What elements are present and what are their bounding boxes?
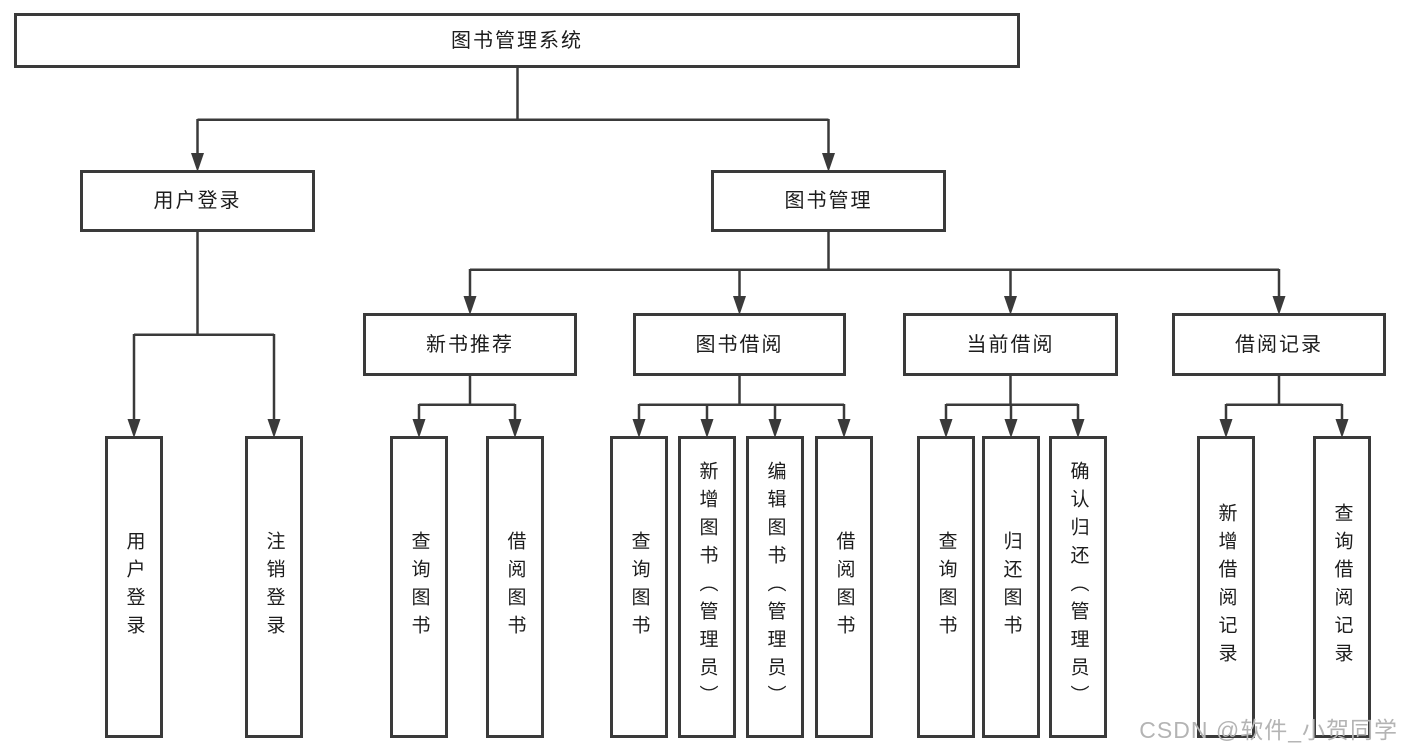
node-label: 图书管理系统	[451, 29, 583, 52]
node-borrowing-records: 借阅记录	[1172, 313, 1386, 376]
csdn-watermark: CSDN @软件_小贺同学	[1139, 717, 1398, 743]
node-label: 查询图书	[408, 531, 430, 643]
node-label: 编辑图书（管理员）	[764, 461, 786, 713]
node-label: 确认归还（管理员）	[1067, 461, 1089, 713]
leaf-user-login: 用户登录	[105, 436, 163, 738]
leaf-bb-borrow-books: 借阅图书	[815, 436, 873, 738]
node-label: 图书管理	[784, 190, 873, 212]
leaf-cb-return-books: 归还图书	[982, 436, 1040, 738]
node-label: 查询借阅记录	[1331, 503, 1353, 671]
leaf-bb-add-books-admin: 新增图书（管理员）	[678, 436, 736, 738]
node-label: 借阅图书	[504, 531, 526, 643]
node-user-login: 用户登录	[80, 170, 315, 232]
node-label: 新增借阅记录	[1215, 503, 1237, 671]
node-book-management: 图书管理	[711, 170, 946, 232]
node-book-borrowing: 图书借阅	[633, 313, 846, 376]
leaf-cb-query-books: 查询图书	[917, 436, 975, 738]
node-label: 当前借阅	[966, 333, 1055, 356]
node-current-borrowing: 当前借阅	[903, 313, 1118, 376]
node-label: 注销登录	[263, 531, 285, 643]
node-new-book-recommend: 新书推荐	[363, 313, 577, 376]
node-label: 借阅图书	[833, 531, 855, 643]
leaf-logout: 注销登录	[245, 436, 303, 738]
node-label: 新书推荐	[426, 333, 514, 356]
leaf-bb-edit-books-admin: 编辑图书（管理员）	[746, 436, 804, 738]
leaf-br-add-record: 新增借阅记录	[1197, 436, 1255, 738]
node-label: 归还图书	[1000, 531, 1022, 643]
node-label: 新增图书（管理员）	[696, 461, 718, 713]
leaf-bb-query-books: 查询图书	[610, 436, 668, 738]
leaf-cb-confirm-return-admin: 确认归还（管理员）	[1049, 436, 1107, 738]
node-label: 用户登录	[153, 190, 242, 212]
node-library-management-system: 图书管理系统	[14, 13, 1020, 68]
leaf-nb-query-books: 查询图书	[390, 436, 448, 738]
leaf-nb-borrow-books: 借阅图书	[486, 436, 544, 738]
node-label: 用户登录	[123, 531, 145, 643]
node-label: 借阅记录	[1235, 333, 1323, 356]
leaf-br-query-record: 查询借阅记录	[1313, 436, 1371, 738]
node-label: 图书借阅	[695, 333, 784, 356]
node-label: 查询图书	[935, 531, 957, 643]
node-label: 查询图书	[628, 531, 650, 643]
